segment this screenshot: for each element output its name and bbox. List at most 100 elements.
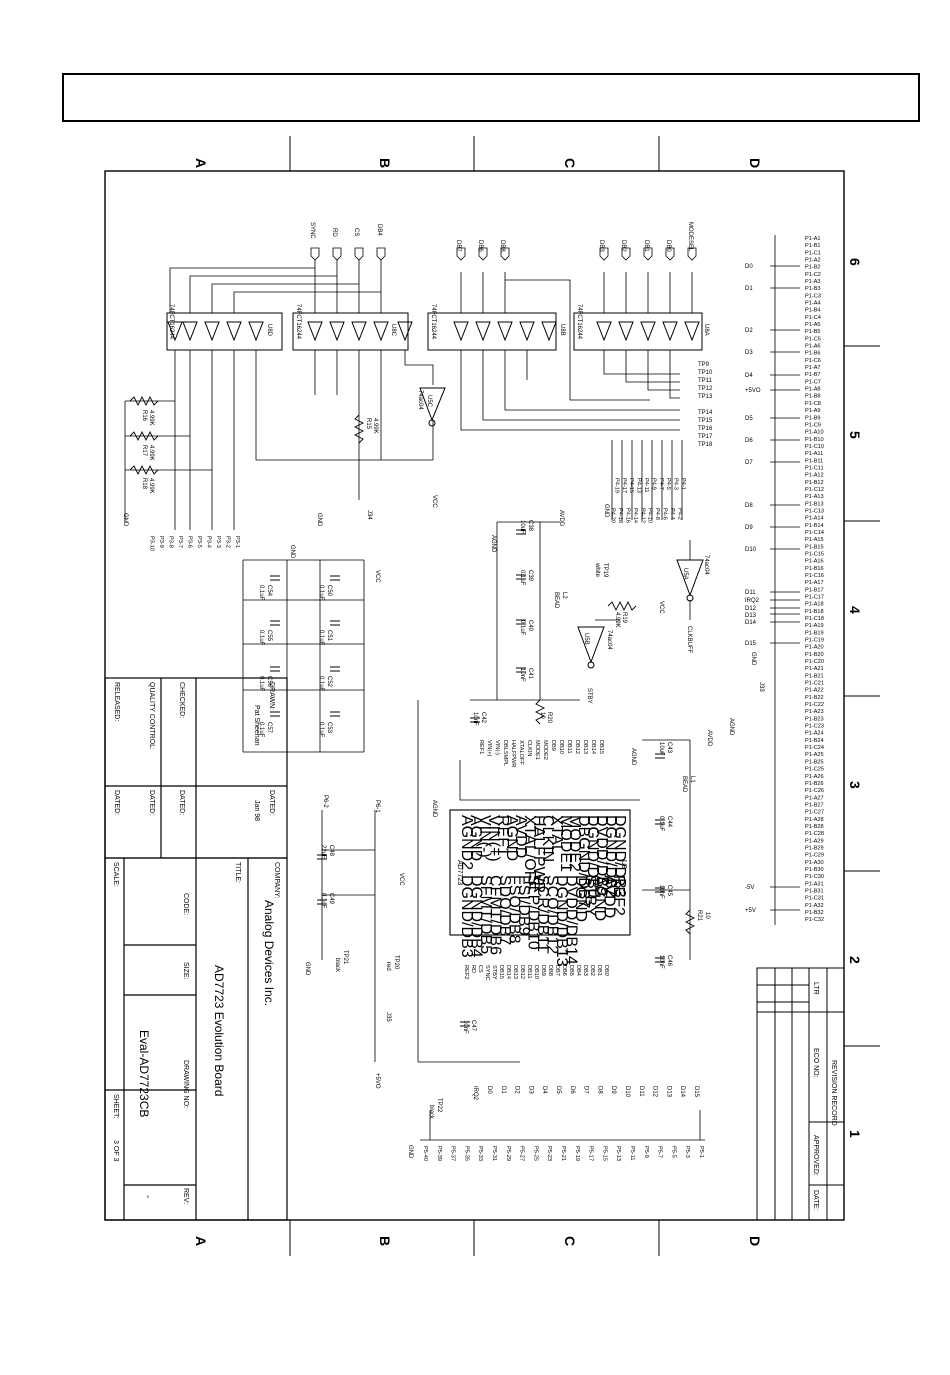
rev-value: - [142, 1195, 153, 1198]
buffer-triangle-5 [307, 321, 323, 342]
tp21-label: TP21 [342, 950, 348, 965]
test-point-tp12: TP12 [698, 386, 713, 392]
u9-pin-right: DGND/DB13 [553, 875, 570, 967]
p1-pin: P1-B11 [805, 458, 823, 464]
u9-bottom-net: DB8 [547, 965, 553, 976]
p1-pin: P1-A21 [805, 666, 824, 672]
revision-title: REVISION RECORD [830, 1060, 837, 1126]
p5-net-label: D7 [583, 1086, 589, 1094]
p4-pin: P4-4 [669, 508, 675, 520]
u5b-label: U5B [583, 633, 589, 645]
u9-bottom-net: DB4 [575, 965, 581, 976]
capacitor-labels: C500.1uFC510.1uFC520.1uFC530.1uFC540.1uF… [258, 520, 672, 1034]
p1-pin: P1-A9 [805, 408, 821, 414]
p1-pin: P1-C6 [805, 358, 821, 364]
drawing-no-label: DRAWING NO: [182, 1060, 189, 1108]
p1-pin: P1-C29 [805, 853, 824, 859]
u9-net-labels: DB0DB1DB2DB3DB4DB5DB6DB7DB8DB9DB10DB11DB… [463, 740, 609, 981]
gnd-label-p4: GND [603, 504, 609, 518]
p1-pin: P1-C16 [805, 573, 824, 579]
qc-label: QUALITY CONTROL: [148, 682, 155, 750]
p5-net-label: D3 [527, 1086, 533, 1094]
vcc-label-r15: VCC [431, 495, 437, 508]
p1-pin: P1-C30 [805, 874, 824, 880]
u9-bottom-net: DB3 [582, 965, 588, 976]
scale-label: SCALE: [112, 862, 119, 887]
u9-pin-right: SCO/DB12 [544, 875, 561, 954]
p1-pin: P1-A24 [805, 731, 824, 737]
u9-pin-right: CFMT/DB6 [487, 875, 504, 955]
p1-pin: P1-B13 [805, 501, 824, 507]
net-db7: DB7 [455, 240, 461, 252]
zone-letter-bottom-b: B [377, 1236, 393, 1246]
agnd-label-4: AGND [630, 748, 636, 766]
p1-pin: P1-B9 [805, 415, 821, 421]
u9-pin-right: DVDD/DB14 [563, 875, 580, 965]
r18-label: R18 [141, 478, 147, 490]
p4-connector-labels: P4-1P4-2P4-3P4-4P4-5P4-6P4-7P4-8P4-9P4-1… [610, 478, 686, 523]
zone-ruler [289, 136, 880, 1256]
p5-pin: P5-15 [601, 1146, 607, 1161]
p4-pin: P4-2 [676, 508, 682, 520]
p4-pin: P4-13 [636, 478, 642, 493]
r21-label: R21 [696, 910, 702, 922]
vcc-label-decoupling: VCC [374, 570, 380, 583]
tp19-color: white [594, 562, 600, 578]
p4-pin: P4-20 [610, 508, 616, 523]
zone-number-6: 6 [847, 258, 863, 266]
buffer-triangles [167, 321, 700, 342]
cap-c52-value: 0.1uF [318, 676, 324, 692]
p1-pin: P1-B14 [805, 523, 824, 529]
p1-pin: P1-C10 [805, 444, 824, 450]
p5-net-label: D15 [693, 1086, 699, 1098]
top-flag-4 [456, 247, 466, 261]
cap-c51-label: C51 [326, 630, 332, 642]
buffer-triangle-6 [329, 321, 345, 342]
p1-pin: P1-A25 [805, 752, 824, 758]
p1-pin: P1-B26 [805, 781, 824, 787]
p5-net-label: D6 [569, 1086, 575, 1094]
p1-pin: P1-C20 [805, 659, 824, 665]
revision-approved: APPROVED: [812, 1135, 819, 1176]
dated-label: DATED: [268, 790, 275, 815]
cap-c42-value: 10nF [472, 712, 478, 726]
cap-c39-value: 0.1uF [519, 570, 525, 586]
net-modesel: MODESEL [687, 222, 693, 252]
p5-pin: P5-5 [670, 1146, 676, 1158]
p5-pin: P5-3 [684, 1146, 690, 1158]
u9-pin-left: DGND/DB2 [602, 815, 619, 898]
u5a-label: U5A [682, 568, 688, 580]
p1-net-label: D5 [745, 416, 753, 422]
p1-pin: P1-A14 [805, 516, 824, 522]
avdd-label-1: AVDD [558, 510, 564, 527]
buffer-triangle-13 [519, 321, 535, 342]
u9-bottom-net: DB12 [519, 965, 525, 979]
p1-pin: P1-A20 [805, 645, 824, 651]
u9-pin-left: VIN(+) [485, 815, 502, 862]
p1-pin: P1-A17 [805, 580, 824, 586]
cap-c51-value: 0.1uF [318, 630, 324, 646]
zone-number-3: 3 [847, 781, 863, 789]
p3-pin: P3-6 [187, 536, 193, 548]
p5-pin: P5-25 [532, 1146, 538, 1161]
p5-pin: P5-21 [560, 1146, 566, 1161]
title-block-frame [104, 677, 288, 1221]
p4-pin: P4-19 [613, 478, 619, 493]
u9-pin-left: AVDD [512, 815, 529, 858]
cap-c49-label: C49 [328, 893, 334, 905]
buffer-triangle-10 [453, 321, 469, 342]
p5-net-label: D14 [679, 1086, 685, 1098]
company-label: COMPANY: [273, 862, 280, 898]
u9-pin-labels: AGND2AGNDVIN(-)VIN(+)REF1AGNDAVDDXTAL/OF… [458, 815, 628, 967]
u9-bottom-net: SYNC [484, 965, 490, 981]
u9-top-net: DB14 [590, 740, 596, 754]
u9-pin-right: FSI/DB9 [515, 875, 532, 936]
p1-pin: P1-B27 [805, 802, 824, 808]
p1-pin: P1-C8 [805, 401, 821, 407]
p1-pin: P1-B1 [805, 243, 821, 249]
test-point-tp10: TP10 [698, 370, 713, 376]
u9-pin-right: AVDD [601, 875, 618, 918]
buffer-triangle-12 [497, 321, 513, 342]
p5-pin: P5-40 [422, 1146, 428, 1161]
